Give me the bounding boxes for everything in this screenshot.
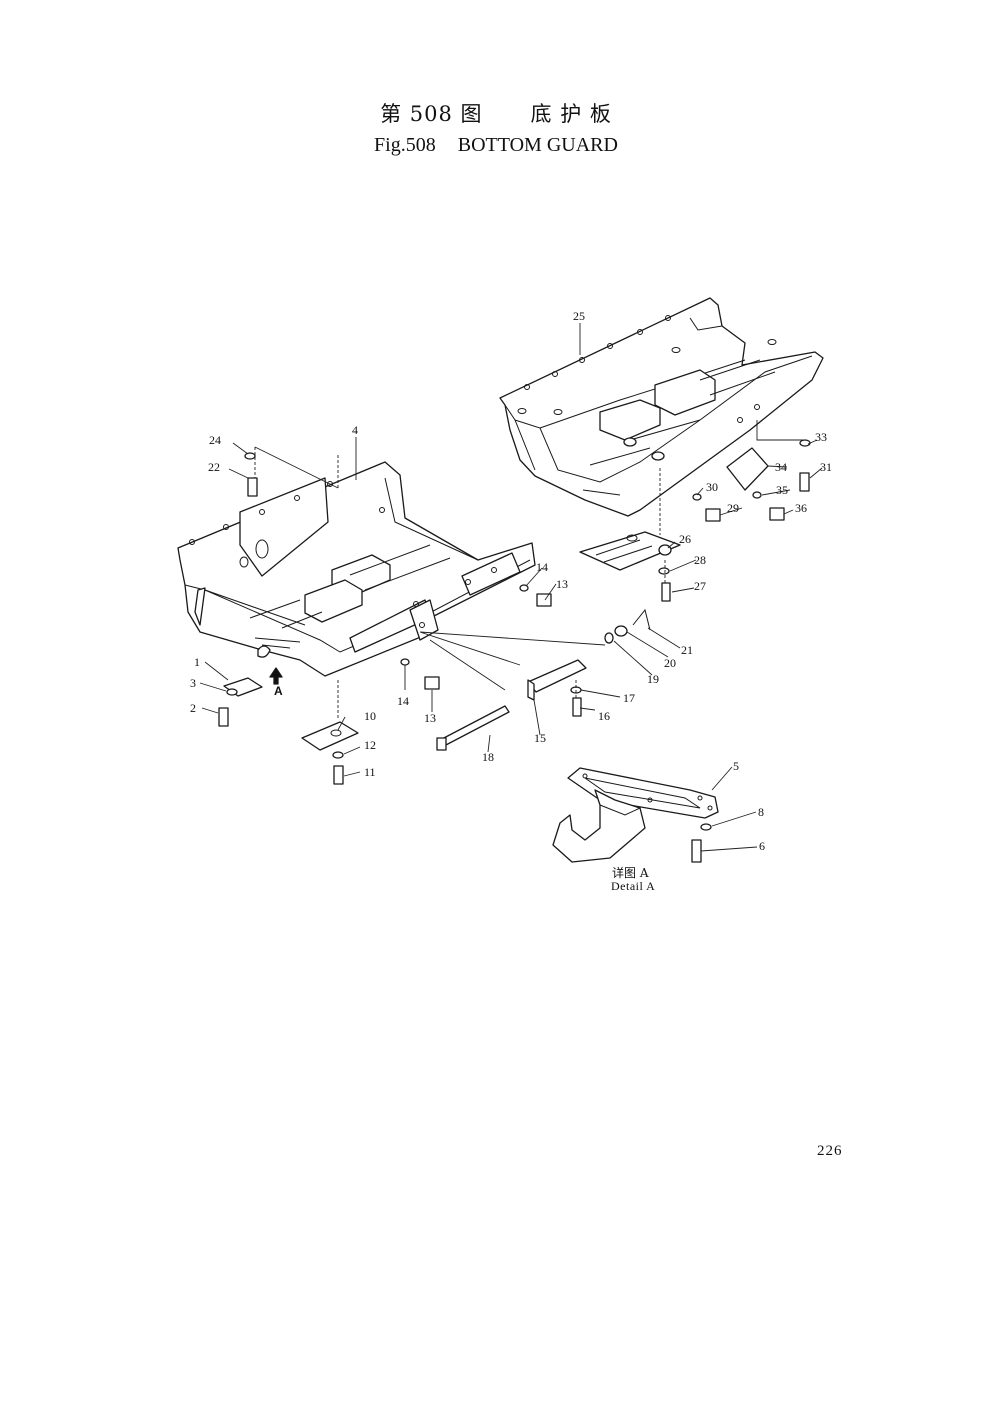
callout-14-right: 14 (536, 560, 548, 574)
figure-name-en: BOTTOM GUARD (457, 134, 618, 156)
callout-34: 34 (775, 460, 787, 474)
callout-15: 15 (534, 731, 546, 745)
callout-36: 36 (795, 501, 807, 515)
callout-26: 26 (679, 532, 691, 546)
callout-1: 1 (194, 655, 200, 669)
callout-33: 33 (815, 430, 827, 444)
front-bottom-guard (177, 461, 536, 677)
callout-4: 4 (352, 423, 358, 437)
figure-number-en: Fig.508 (374, 134, 436, 156)
callout-20: 20 (664, 656, 676, 670)
figure-name-cn: 底 护 板 (530, 102, 612, 126)
callout-27: 27 (694, 579, 706, 593)
callout-30: 30 (706, 480, 718, 494)
figure-title-en: Fig.508 BOTTOM GUARD (0, 134, 992, 157)
small-parts (218, 439, 811, 863)
callout-12: 12 (364, 738, 376, 752)
callout-21: 21 (681, 643, 693, 657)
callout-19: 19 (647, 672, 659, 686)
callout-8: 8 (758, 805, 764, 819)
assembly-lines (254, 420, 805, 720)
tow-hook-detail (552, 767, 719, 863)
callout-leaders (199, 323, 823, 852)
rear-bottom-guard (499, 297, 824, 517)
callout-24: 24 (209, 433, 221, 447)
callout-14-left: 14 (397, 694, 409, 708)
callout-35: 35 (776, 483, 788, 497)
callout-13-left: 13 (424, 711, 436, 725)
callout-22: 22 (208, 460, 220, 474)
callout-3: 3 (190, 676, 196, 690)
callout-25: 25 (573, 309, 585, 323)
callout-18: 18 (482, 750, 494, 764)
callout-5: 5 (733, 759, 739, 773)
callout-10: 10 (364, 709, 376, 723)
callout-6: 6 (759, 839, 765, 853)
callout-2: 2 (190, 701, 196, 715)
callout-17: 17 (623, 691, 635, 705)
page-number: 226 (817, 1143, 843, 1159)
figure-title-cn: 第 508 图 底 护 板 (0, 98, 992, 128)
figure-number-cn: 第 508 图 (380, 102, 483, 126)
callout-labels: 24 22 4 25 1 3 2 10 12 11 14 13 14 13 15… (190, 309, 832, 853)
callout-31: 31 (820, 460, 832, 474)
view-a-label: A (274, 684, 283, 698)
view-a-arrow (269, 667, 283, 685)
detail-a-label-en: Detail A (611, 879, 656, 893)
callout-13-right: 13 (556, 577, 568, 591)
callout-16: 16 (598, 709, 610, 723)
callout-29: 29 (727, 501, 739, 515)
detail-a-label-cn: 详图 A (612, 866, 649, 880)
callout-28: 28 (694, 553, 706, 567)
callout-11: 11 (364, 765, 376, 779)
